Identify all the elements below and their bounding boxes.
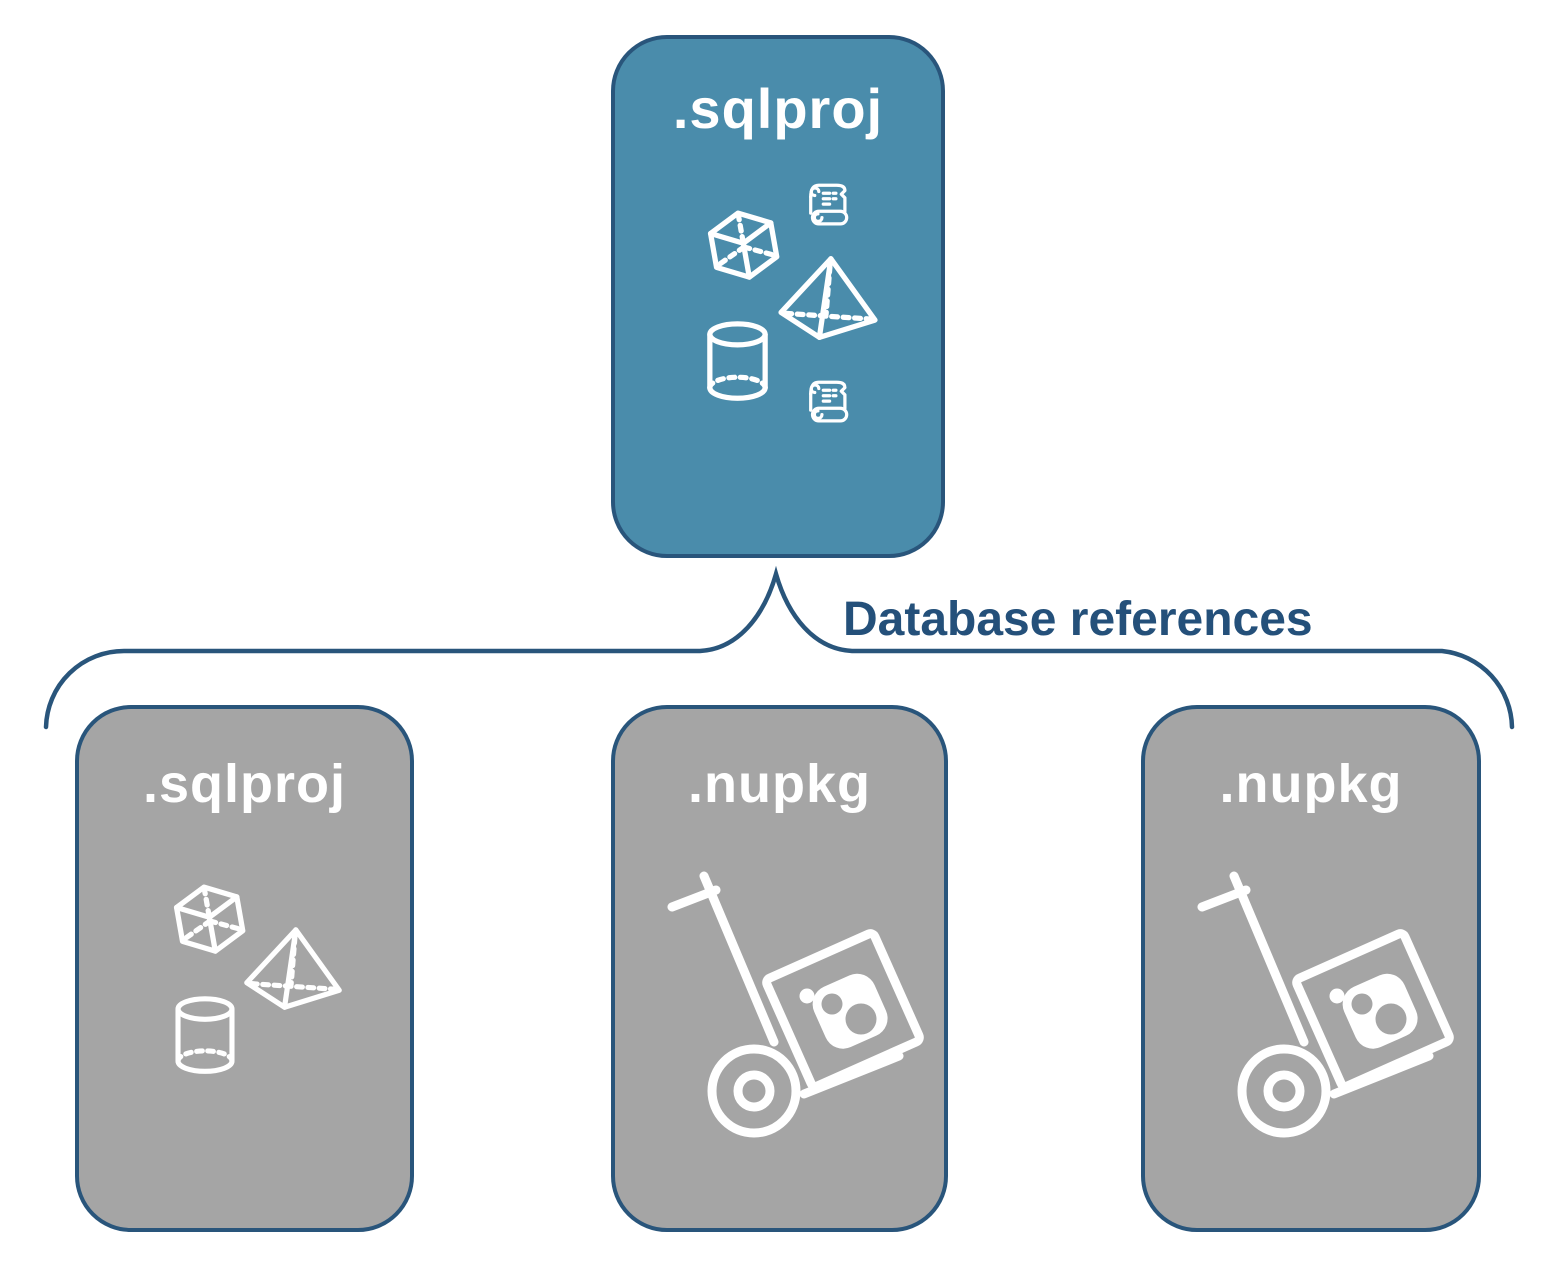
root-node-sqlproj: .sqlproj: [611, 35, 945, 558]
nuget-package-hand-truck-icon: [1187, 857, 1467, 1157]
cube-icon: [167, 877, 253, 965]
root-node-title: .sqlproj: [672, 77, 884, 140]
database-cylinder-icon: [172, 996, 238, 1076]
script-scroll-icon: [799, 374, 853, 430]
child-node-title: .nupkg: [688, 754, 871, 814]
nuget-package-hand-truck-icon: [657, 857, 937, 1157]
child-node-nupkg-1: .nupkg: [611, 705, 948, 1232]
script-scroll-icon: [799, 177, 853, 233]
database-cylinder-icon: [705, 321, 770, 403]
child-node-sqlproj: .sqlproj: [75, 705, 414, 1232]
child-node-title: .sqlproj: [142, 754, 346, 814]
pyramid-icon: [243, 924, 343, 1015]
child-node-nupkg-2: .nupkg: [1141, 705, 1481, 1232]
child-node-title: .nupkg: [1219, 754, 1403, 814]
edge-label-database-references: Database references: [843, 593, 1313, 646]
cube-icon: [701, 202, 787, 292]
pyramid-icon: [776, 253, 880, 345]
